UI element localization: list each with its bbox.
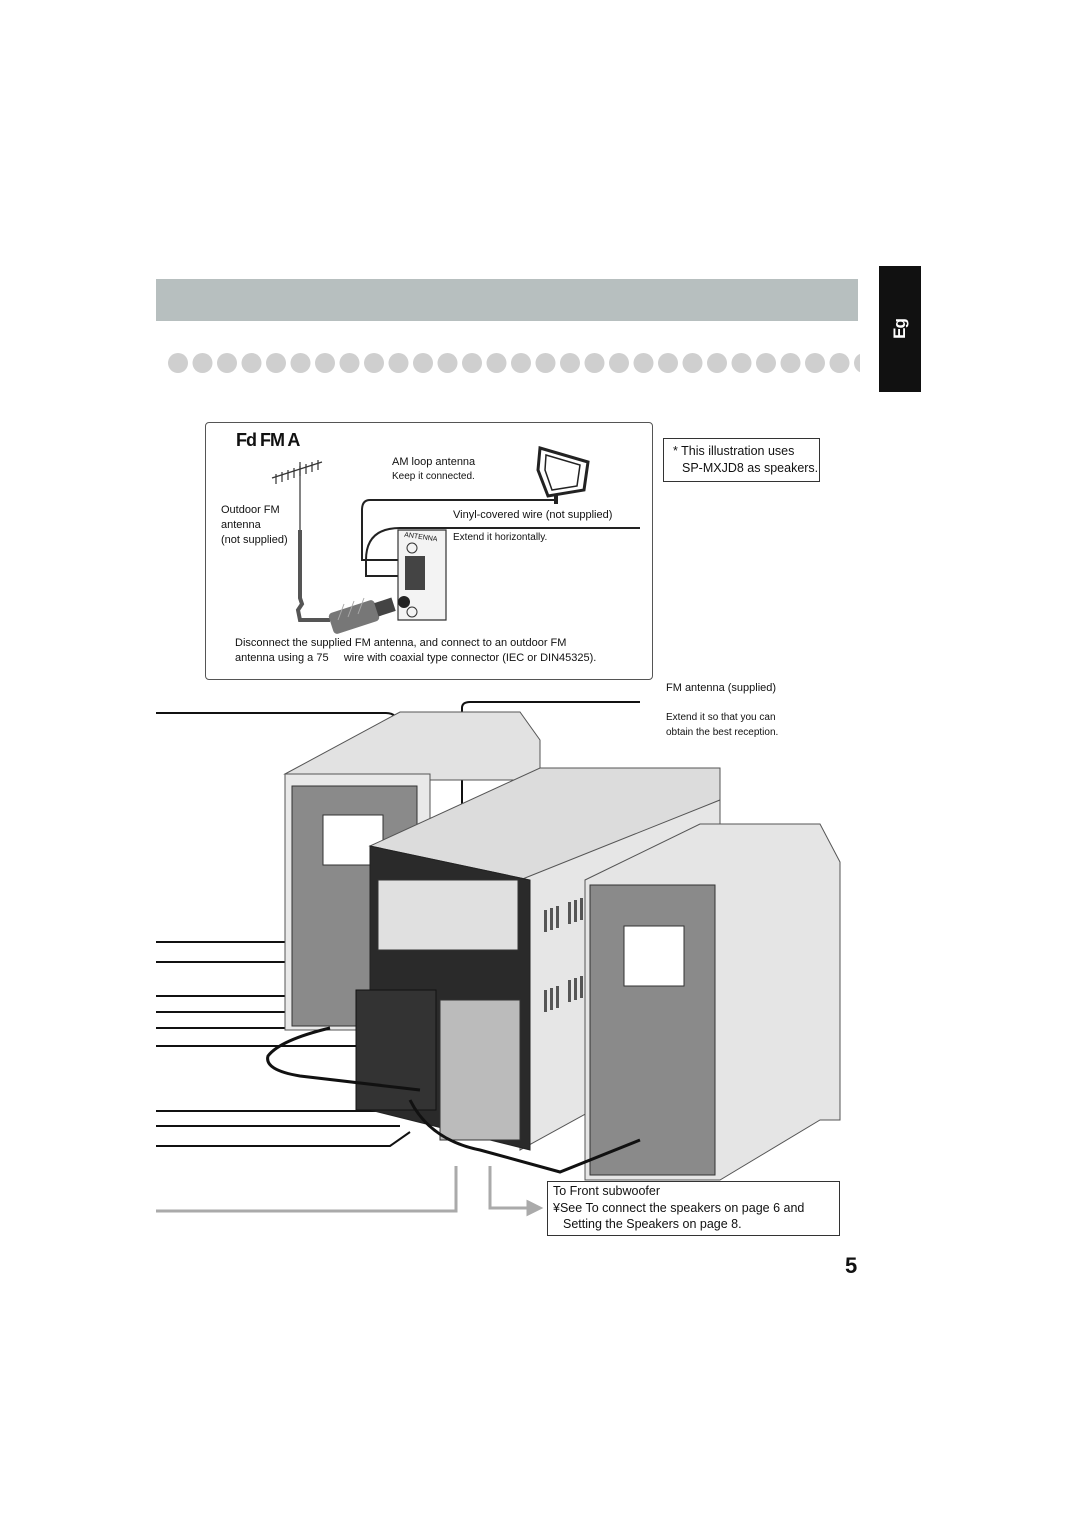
outdoor-fm-label-3: (not supplied) — [221, 534, 288, 546]
divider-dot — [315, 353, 335, 373]
vinyl-wire-note: Extend it horizontally. — [453, 532, 548, 543]
divider-dot — [805, 353, 825, 373]
disconnect-note-line1: Disconnect the supplied FM antenna, and … — [235, 637, 567, 649]
illustration-note-box — [663, 438, 820, 482]
divider-dot — [192, 353, 213, 373]
divider-dot — [584, 353, 605, 373]
subwoofer-note-line1: To Front subwoofer — [553, 1184, 660, 1198]
outdoor-fm-label: Outdoor FM — [221, 504, 280, 516]
divider-dot — [339, 353, 360, 373]
page-number: 5 — [845, 1253, 858, 1278]
antenna-terminal-panel — [397, 529, 447, 621]
subwoofer-note-box — [547, 1181, 840, 1236]
am-loop-label: AM loop antenna — [392, 456, 476, 468]
divider-dot — [560, 353, 580, 373]
vinyl-wire-label: Vinyl-covered wire (not supplied) — [453, 509, 613, 521]
divider-dot — [731, 353, 752, 373]
am-loop-note: Keep it connected. — [392, 471, 475, 482]
divider-dot — [609, 353, 629, 373]
divider-dot — [437, 353, 458, 373]
outdoor-antenna-icon — [271, 460, 323, 530]
fm-antenna-note-line1: Extend it so that you can — [666, 712, 776, 723]
dot-divider — [168, 353, 860, 373]
outdoor-fm-panel — [205, 422, 653, 680]
subwoofer-note: To Front subwoofer ¥See To connect the s… — [553, 1183, 804, 1233]
outdoor-fm-label-2: antenna — [221, 519, 261, 531]
divider-dot — [535, 353, 556, 373]
illustration-note-line2: SP-MXJD8 as speakers. — [682, 461, 819, 475]
fm-antenna-label: FM antenna (supplied) — [666, 682, 777, 694]
divider-dot — [217, 353, 237, 373]
divider-dot — [756, 353, 776, 373]
divider-dot — [266, 353, 286, 373]
outdoor-fm-panel-title: Fd FM A — [236, 430, 300, 450]
illustration-note-line1: * This illustration uses — [673, 444, 795, 458]
right-speaker — [584, 823, 841, 1181]
language-tab[interactable]: Eg — [879, 266, 921, 392]
divider-dot — [168, 353, 188, 373]
illustration-note: * This illustration uses SP-MXJD8 as spe… — [673, 443, 853, 477]
fm-antenna-note-line2: obtain the best reception. — [666, 727, 779, 738]
subwoofer-arrow-icon — [156, 1166, 544, 1217]
divider-dot — [462, 353, 482, 373]
divider-dot — [658, 353, 678, 373]
divider-dot — [486, 353, 507, 373]
divider-dot — [780, 353, 801, 373]
divider-dot — [290, 353, 311, 373]
divider-dot — [829, 353, 850, 373]
divider-dot — [854, 353, 860, 373]
disconnect-note-line2: antenna using a 75 wire with coaxial typ… — [235, 652, 597, 664]
divider-dot — [413, 353, 433, 373]
divider-dot — [511, 353, 531, 373]
divider-dot — [682, 353, 703, 373]
subwoofer-note-line2: ¥See To connect the speakers on page 6 a… — [553, 1200, 805, 1215]
divider-dot — [633, 353, 654, 373]
divider-dot — [707, 353, 727, 373]
coaxial-plug-icon — [328, 597, 396, 634]
divider-dot — [241, 353, 262, 373]
divider-dot — [364, 353, 384, 373]
divider-dot — [388, 353, 409, 373]
subwoofer-note-line3: Setting the Speakers on page 8. — [563, 1217, 742, 1231]
section-header-bar — [156, 279, 858, 321]
